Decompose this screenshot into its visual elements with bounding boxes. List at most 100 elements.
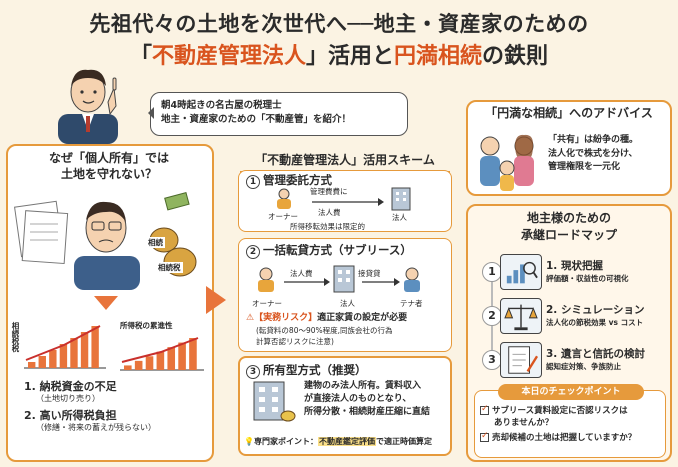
trend-arrow — [121, 337, 199, 363]
heading-line2: 土地を守れない？ — [60, 167, 157, 182]
checkpoint-heading: 本日のチェックポイント — [498, 384, 644, 400]
tag-inheritance-tax: 相続税 — [156, 262, 183, 273]
title-highlight-corp: 不動産管理法人 — [151, 44, 306, 69]
chart-bar — [167, 347, 176, 370]
scheme-1-note: 所得移転効果は限定的 — [290, 222, 365, 231]
expert-point-prefix: 専門家ポイント： — [253, 437, 318, 446]
title-mid: 活用と — [328, 44, 395, 69]
scheme-1-card — [238, 170, 452, 232]
chart-bar — [38, 356, 46, 368]
chart-bar — [156, 351, 165, 370]
issue-2-sub: （修繕・将来の蓄えが残らない） — [36, 422, 156, 432]
issue-1: 1. 納税資金の不足 — [24, 380, 117, 393]
chart2-label: 所得税の累進性 — [120, 321, 173, 330]
chart-bar — [124, 365, 132, 370]
family-illustration — [480, 134, 534, 191]
advice-text: 「共有」は紛争の種。 法人化で株式を分け、 管理権限を一元化 — [548, 134, 638, 175]
scheme-1-flow — [277, 187, 411, 211]
scheme-2-risk-sub1: (転貸料の80〜90%程度,同族会社の行為 — [256, 326, 393, 335]
trend-arrow — [25, 325, 101, 361]
scheme-2-number: 2 — [246, 245, 260, 259]
scheme-2-owner: オーナー — [252, 299, 282, 308]
step-3: 3. 遺言と信託の検討 認知症対策、争族防止 — [546, 346, 645, 372]
scheme-3-desc: 建物のみ法人所有。賃料収入 が直接法人のものとなり、 所得分散・相続財産圧縮に直… — [304, 380, 430, 419]
scheme-3-title-text: 所有型方式（推奨） — [263, 363, 367, 377]
chart-bar — [59, 344, 68, 368]
step-1: 1. 現状把握 評価額・収益性の可視化 — [546, 258, 629, 284]
heading-line1: なぜ「個人所有」では — [48, 151, 169, 165]
scheme-2-risk: ⚠【実務リスク】適正家賃の設定が必要 — [246, 310, 407, 323]
expert-point: 💡専門家ポイント：不動産鑑定評価で適正時価算定 — [244, 436, 432, 447]
magnifier-chart-icon — [500, 254, 542, 290]
issues-list: 1. 納税資金の不足 （土地切り売り） 2. 高い所得税負担 （修繕・将来の蓄え… — [24, 378, 208, 434]
roadmap-title-2: 承継ロードマップ — [520, 227, 617, 242]
chart-bar — [189, 338, 197, 370]
step-2-title: 2. シミュレーション — [546, 304, 645, 316]
chart-bar — [49, 350, 57, 368]
step-1-title: 1. 現状把握 — [546, 260, 603, 272]
scheme-1-title-text: 管理委託方式 — [263, 173, 332, 187]
checkpoint-1a: サブリース賃料設定に否認リスクは — [492, 406, 628, 416]
scale-icon — [500, 298, 542, 334]
tag-inheritance: 相続 — [146, 237, 165, 248]
checkpoint-item-2: 売却候補の土地は把握していますか？ — [480, 430, 666, 445]
income-tax-progressive-chart — [120, 337, 204, 371]
step-1-sub: 評価額・収益性の可視化 — [546, 274, 629, 283]
speech-line1: 朝4時起きの名古屋の税理士 — [161, 100, 282, 111]
scheme-3-desc-2: が直接法人のものとなり、 — [304, 394, 412, 405]
scheme-1-flow-label: 法人費 — [318, 208, 341, 217]
page-title-line2: 「不動産管理法人」活用と円満相続の鉄則 — [0, 38, 678, 70]
scheme-2-corp: 法人 — [340, 299, 355, 308]
step-2-number: 2 — [482, 306, 502, 326]
advice-line-3: 管理権限を一元化 — [548, 162, 621, 172]
expert-point-suffix: で適正時価算定 — [375, 437, 432, 446]
scheme-2-fee2: 接貸貸 — [358, 269, 381, 278]
tax-accountant-illustration — [58, 69, 118, 144]
scheme-1-flow-top: 管理費費に — [310, 187, 348, 196]
page-title-line1: 先祖代々の土地を次世代へ──地主・資産家のための — [89, 12, 589, 36]
checkpoint-list: サブリース賃料設定に否認リスクは ありませんか？ 売却候補の土地は把握しています… — [480, 403, 666, 445]
chart1-label: 相続税税 — [11, 322, 20, 352]
scheme-3-desc-1: 建物のみ法人所有。賃料収入 — [304, 381, 422, 391]
scheme-2-flow — [258, 265, 420, 293]
scheme-2-risk-text: 適正家賃の設定が必要 — [317, 313, 408, 323]
scheme-2-card — [238, 238, 452, 352]
step-3-title: 3. 遺言と信託の検討 — [546, 348, 645, 360]
issue-1-sub: （土地切り売り） — [36, 394, 100, 403]
lightbulb-icon: 💡 — [244, 437, 254, 446]
advice-line-2: 法人化で株式を分け、 — [548, 148, 638, 159]
step-2-sub: 法人化の節税効果 vs コスト — [546, 318, 644, 327]
chart-bar — [145, 356, 154, 370]
checkpoint-1b: ありませんか？ — [494, 417, 554, 428]
inheritance-tax-chart — [24, 325, 106, 369]
scheme-2-title-text: 一括転貸方式（サブリース） — [263, 243, 412, 257]
chart-bar — [80, 332, 89, 368]
checkpoint-item-1: サブリース賃料設定に否認リスクは — [480, 403, 666, 418]
chart-bar — [134, 360, 143, 370]
step-3-sub: 認知症対策、争族防止 — [546, 362, 621, 371]
title-quote-close: 」 — [305, 44, 328, 69]
speech-bubble: 朝4時起きの名古屋の税理士 地主・資産家のための「不動産管」を紹介！ — [148, 92, 408, 136]
individual-ownership-heading: なぜ「個人所有」では 土地を守れない？ — [14, 150, 204, 182]
checkpoint-2: 売却候補の土地は把握していますか？ — [492, 432, 637, 443]
step-3-number: 3 — [482, 350, 502, 370]
chart-bar — [91, 326, 99, 368]
checkbox-icon — [480, 430, 489, 442]
scheme-1-number: 1 — [246, 175, 260, 189]
checkbox-icon — [480, 403, 489, 416]
advice-heading: 「円満な相続」へのアドバイス — [485, 106, 653, 120]
scheme-3-desc-3: 所得分散・相続財産圧縮に直結 — [304, 407, 431, 418]
scheme-2-fee1: 法人費 — [290, 269, 313, 278]
issue-2: 2. 高い所得税負担 — [24, 408, 117, 422]
building-icon — [253, 381, 296, 422]
chart-bar — [70, 338, 78, 368]
title-quote-open: 「 — [129, 44, 152, 69]
right-arrow-icon — [206, 286, 226, 314]
advice-line-1: 「共有」は紛争の種。 — [548, 135, 639, 145]
step-1-number: 1 — [482, 262, 502, 282]
down-arrow-icon — [94, 296, 118, 310]
title-highlight-inheritance: 円満相続 — [394, 44, 483, 69]
